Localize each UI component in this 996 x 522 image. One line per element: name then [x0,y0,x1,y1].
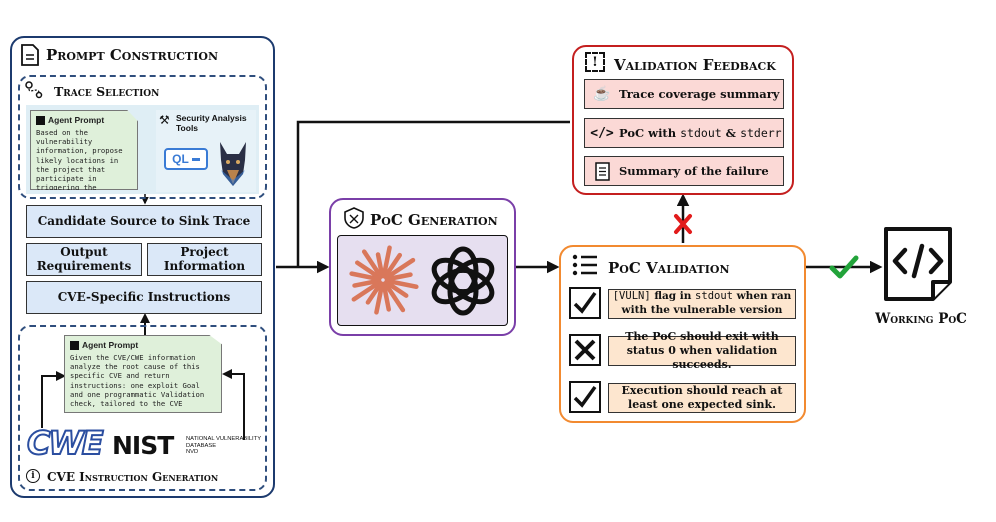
claude-icon [343,240,423,320]
poc-validation-panel [559,245,806,423]
claude-ray [349,271,382,282]
claude-ray [382,252,403,279]
feedback-item-failure-summary: Summary of the failure [584,156,784,186]
security-tools-card: ⚒ Security Analysis Tools QL [156,110,256,192]
doberman-icon [216,140,250,188]
poc-generation-title: PoC Generation [370,211,498,229]
document-lines-icon [585,161,619,181]
working-poc-label: Working PoC [875,311,967,327]
prompt-construction-panel [10,36,275,498]
poc-generation-panel [329,198,516,336]
trace-agent-prompt-note: Agent Prompt Based on the vulnerability … [30,110,138,190]
nvd-line-1: NATIONAL VULNERABILITY [186,436,262,442]
claude-ray [355,260,382,281]
validation-feedback-panel [572,45,794,195]
cve-agent-prompt-title: Agent Prompt [82,340,139,350]
trace-agent-prompt-text: Based on the vulnerability information, … [36,127,123,202]
validation-check-exit-status: The PoC should exit with status 0 when v… [608,330,796,371]
feedback-item-trace-coverage: ☕ Trace coverage summary [584,79,784,109]
fail-x-icon [674,214,692,234]
prompt-construction-title: Prompt Construction [46,46,219,64]
poc-validation-title: PoC Validation [608,259,730,277]
claude-ray [365,281,384,305]
code-icon: </> [590,125,614,141]
claude-ray [351,279,382,302]
security-tools-title: Security Analysis Tools [176,113,247,134]
ql-label: QL [172,152,189,166]
validation-check-sink: Execution should reach at least one expe… [608,383,796,413]
nvd-logo-text: NATIONAL VULNERABILITY DATABASE NVD [186,436,261,456]
trace-selection-title: Trace Selection [54,84,160,99]
alert-icon: ! [585,52,605,72]
nvd-line-2: DATABASE [186,442,217,449]
claude-ray [361,249,384,279]
cve-agent-prompt-note: Agent Prompt Given the CVE/CWE informati… [64,335,222,413]
claude-ray [384,257,416,281]
check-3-icon [569,381,601,413]
pencil-icon [70,340,79,350]
cve-instruction-generation-title: CVE Instruction Generation [47,470,219,484]
pencil-icon [36,115,45,125]
feedback-item-label: Summary of the failure [619,164,769,178]
candidate-trace-box: Candidate Source to Sink Trace [26,205,262,238]
openai-icon [426,244,500,318]
claude-ray [384,278,419,290]
document-icon [21,44,39,66]
cve-instructions-box: CVE-Specific Instructions [26,281,262,314]
validation-check-vuln-flag: [VULN] flag in stdout when ran with the … [608,289,796,319]
claude-ray [384,279,409,298]
success-check-icon [829,255,859,279]
cve-agent-prompt-text: Given the CVE/CWE information analyze th… [70,352,205,408]
project-information-box: Project Information [147,243,262,276]
trace-selection-group [18,75,267,199]
nist-logo: NIST [112,431,174,460]
claude-ray [381,245,392,279]
java-icon: ☕ [593,86,611,102]
check-1-icon [569,287,601,319]
claude-ray [382,281,406,313]
claude-ray [352,278,382,288]
cwe-logo: CWE [26,423,105,463]
shield-bug-icon [343,207,365,229]
list-icon [572,254,598,276]
claude-ray [384,272,413,282]
output-requirements-box: Output Requirements [26,243,142,276]
info-icon: i [26,469,40,483]
working-poc-file-icon [883,226,953,302]
trace-agent-prompt-title: Agent Prompt [48,115,105,125]
codeql-logo: QL [164,148,208,170]
feedback-item-label: Trace coverage summary [619,87,780,101]
claude-ray [381,281,391,312]
cross-2-icon [569,334,601,366]
nvd-line-3: NVD [186,449,199,456]
route-map-icon [24,80,44,100]
claude-ray [375,252,385,279]
claude-ray [374,281,385,315]
feedback-item-poc-output: </> PoC with stdout & stderr [584,118,784,148]
tools-icon: ⚒ [159,113,170,127]
cve-instruction-generation-group [18,325,267,491]
validation-feedback-title: Validation Feedback [614,56,776,74]
